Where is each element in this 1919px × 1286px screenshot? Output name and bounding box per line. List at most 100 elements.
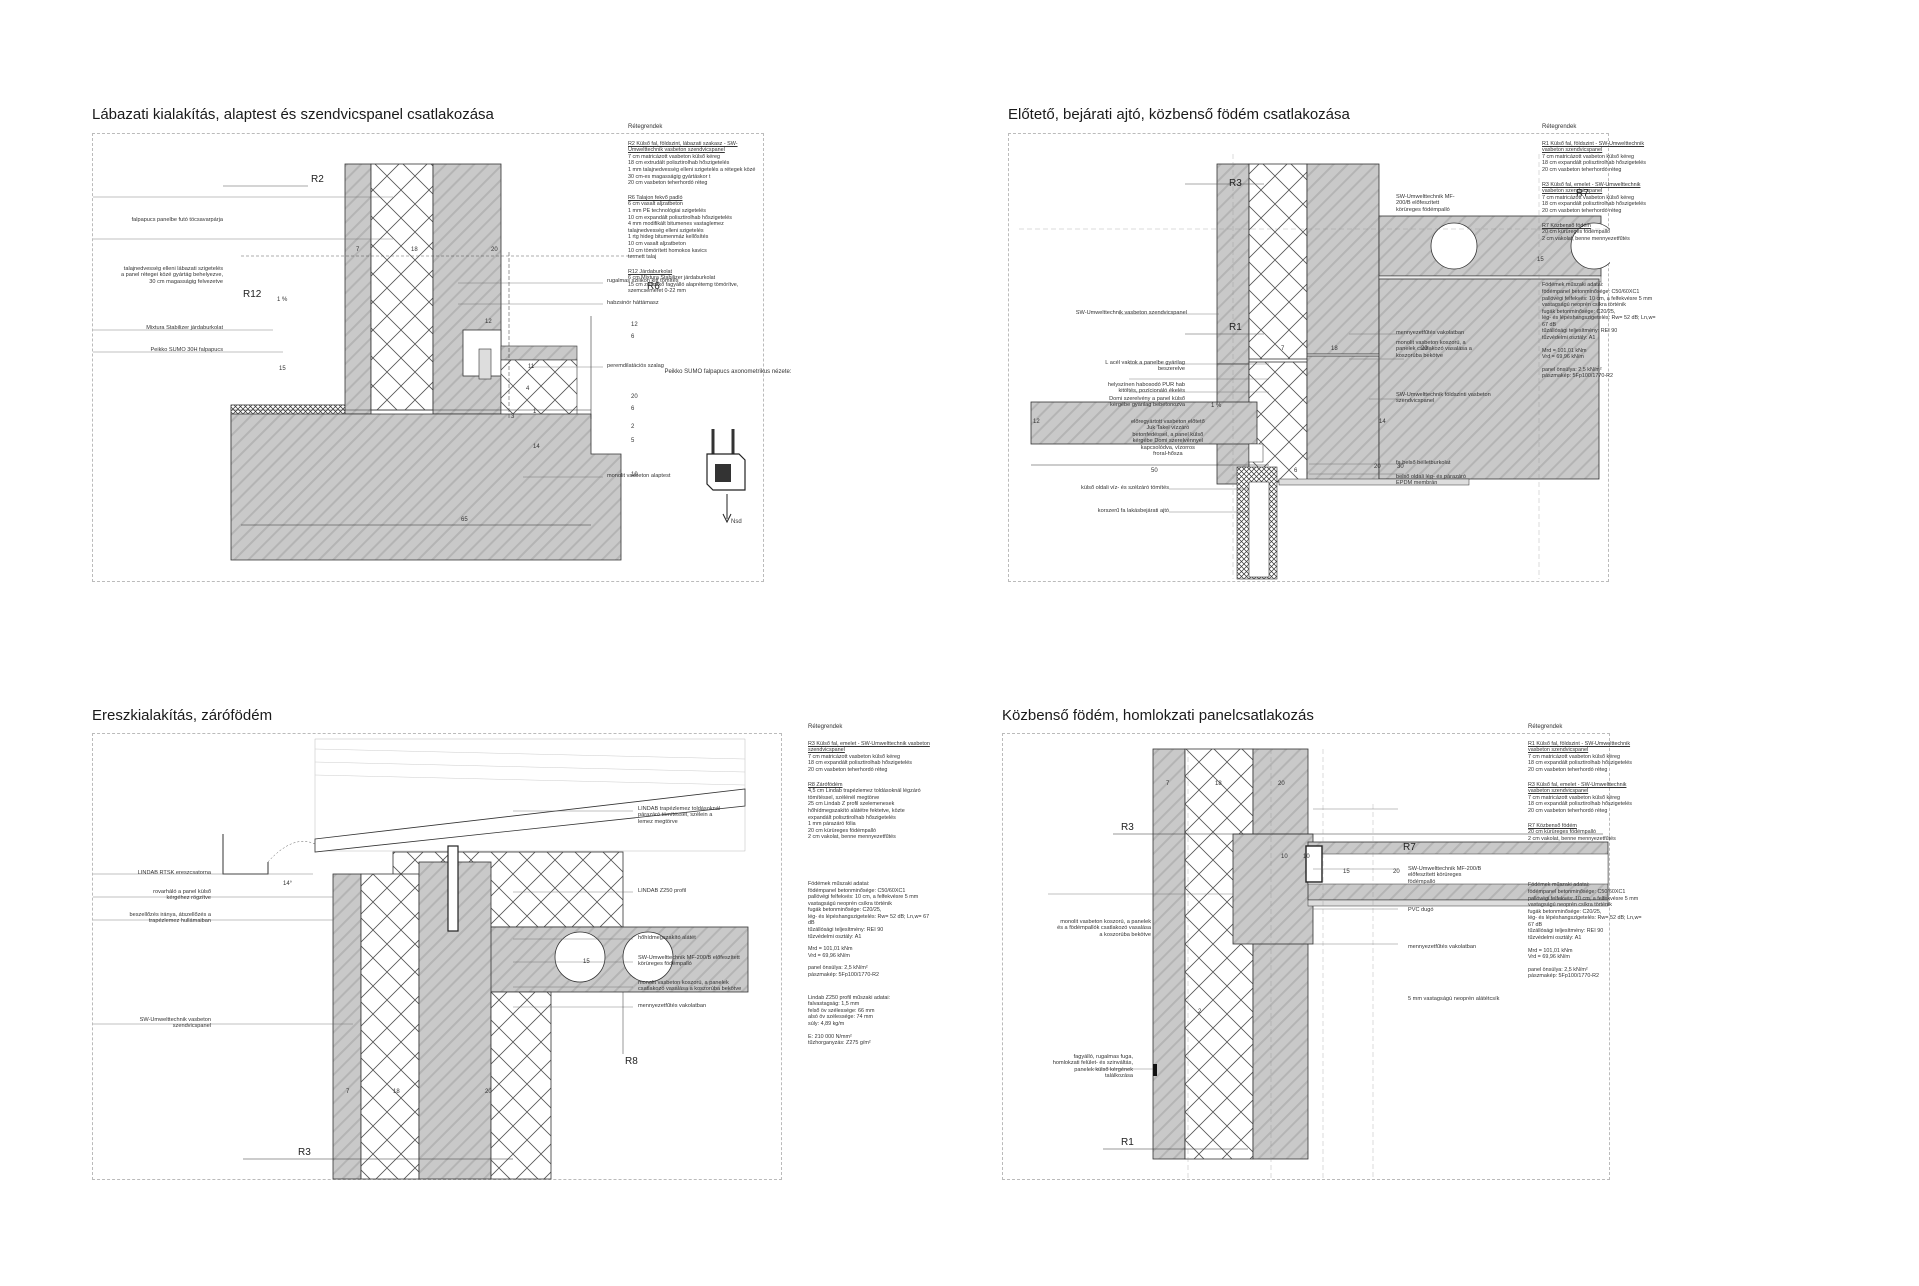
notes-block-title: R1 Külső fal, földszint - SW-Umwelttechn… [1542, 140, 1645, 154]
layer-notes: Rétegrendek R1 Külső fal, földszint - SW… [1528, 724, 1648, 988]
dimension-label: 15 [1343, 869, 1350, 875]
section-drawing [1019, 154, 1610, 580]
callout-label: LINDAB trapézlemez toldásoknál párazáró … [638, 806, 721, 825]
axonometric-caption: Peikko SUMO falpapucs axonometrikus néze… [664, 369, 792, 375]
notes-line: expandált polisztirolhab hőszigetelés [808, 814, 896, 821]
dimension-label: 20 [1393, 869, 1400, 875]
callout-label: monolit vasbeton koszorú, a panelek csat… [1396, 340, 1472, 359]
layer-notes: Rétegrendek R1 Külső fal, földszint - SW… [1542, 124, 1662, 388]
notes-line: 7 cm matricázott vasbeton külső kéreg [1542, 153, 1634, 160]
notes-line: 20 cm vasbeton teherhordó réteg [1528, 766, 1608, 773]
callout-label: mennyezetfűtés vakolatban [1396, 330, 1465, 336]
callout-label: falpapucs panelbe futó töcsavarpárja [131, 217, 223, 223]
sheet-title: Lábazati kialakítás, alaptest és szendvi… [92, 106, 494, 123]
dimension-label: 14 [1379, 419, 1386, 425]
notes-block: Födémek műszaki adatai: födémpanel beton… [1542, 282, 1662, 380]
notes-line: 4,5 cm Lindab trapézlemez toldásoknál lé… [808, 788, 921, 801]
notes-line: fugák betonminősége: C20/25, [1528, 908, 1602, 915]
notes-line: pászmakép: 5Fp100/1770-R2 [1528, 973, 1600, 980]
notes-line: 1 mm talajnedvesség elleni szigetelés a … [628, 166, 756, 180]
notes-block-title: Födémek műszaki adatai: [808, 880, 870, 887]
callout-label: monolit vasbeton koszorú, a panelek és a… [1057, 919, 1151, 938]
notes-block-title: R8 Zárófödém [808, 781, 843, 788]
notes-line: 18 cm expandált polisztirolhab hőszigete… [1528, 801, 1632, 808]
notes-block-title: R3 Külső fal, emelet - SW-Umwelttechnik … [1542, 181, 1641, 195]
callout-label: LINDAB Z250 profil [638, 888, 687, 894]
callout-label: SW-Umwelttechnik vasbeton szendvicspanel [139, 1017, 211, 1030]
dimension-label: 18 [393, 1089, 400, 1095]
callout-label: fagyálló, rugalmas fuga, homlokzati felü… [1052, 1054, 1133, 1080]
dimension-label: 12 [485, 319, 492, 325]
callout-label: SW-Umwelttechnik MF-200/B előfeszített k… [638, 955, 740, 968]
notes-heading: Rétegrendek [1542, 124, 1577, 130]
notes-line: pallóvégi felfekvés: 10 cm, a felfekvésr… [1542, 295, 1653, 309]
notes-line: 18 cm expandált polisztirolhab hőszigete… [1528, 760, 1632, 767]
layer-tag: R8 [625, 1056, 638, 1067]
dimension-label: 18 [1215, 781, 1222, 787]
notes-line: 20 cm kürüreges födémpalló [1542, 229, 1611, 236]
notes-line: pászmakép: 5Fp100/1770-R2 [1542, 373, 1614, 380]
notes-line: 7 cm matricázott vasbeton külső kéreg [1528, 753, 1620, 760]
notes-line: 20 cm kürüreges födémpalló [808, 827, 877, 834]
dimension-label: 4 [526, 386, 530, 392]
notes-line: 20 cm vasbeton teherhordó réteg [1528, 807, 1608, 814]
notes-line: 25 cm Lindab Z profil szelemenesek hőhíd… [808, 801, 905, 814]
notes-line: Vrd = 69,96 kN/m [1528, 954, 1570, 961]
notes-line: panel önsúlya: 2,5 kN/m² [808, 965, 868, 972]
notes-line: lég- és lépéshangszigetelés: Rw= 52 dB; … [1542, 315, 1656, 328]
dimension-label: 7 [356, 247, 360, 253]
notes-line: 2 cm vakolat, benne mennyezetfűtés [808, 834, 896, 841]
callout-label: mennyezetfűtés vakolatban [638, 1003, 707, 1009]
notes-line: 20 cm vasbeton teherhordó réteg [1542, 207, 1622, 214]
notes-line: panel önsúlya: 2,5 kN/m² [1528, 966, 1588, 973]
notes-line: 18 cm expandált polisztirolhab hőszigete… [1542, 160, 1646, 167]
dimension-label: 1 [533, 409, 537, 415]
dimension-label: 20 [485, 1089, 492, 1095]
notes-line: Mrd = 101,01 kNm [808, 946, 853, 953]
notes-line: tűzállósági teljesítmény: REI 90 [808, 927, 884, 934]
notes-line: panel önsúlya: 2,5 kN/m² [1542, 366, 1602, 373]
layer-notes: Rétegrendek R3 Külső fal, emelet - SW-Um… [808, 724, 933, 1055]
dimension-label: 10 [631, 472, 638, 478]
section-drawing [1048, 748, 1609, 1179]
layer-tag: R1 [1229, 322, 1242, 333]
notes-line: 6 cm vasalt aljzatbeton [628, 201, 683, 208]
dimension-label: 30 [1397, 464, 1404, 470]
notes-block-title: R2 Külső fal, földszint, lábazati szakas… [628, 140, 738, 154]
notes-line: Mrd = 101,01 kNm [1542, 347, 1587, 354]
notes-line: tűzállósági teljesítmény: REI 90 [1542, 328, 1618, 335]
notes-line: alsó öv szélessége: 74 mm [808, 1014, 874, 1021]
drawing-frame: Rétegrendek R3 Külső fal, emelet - SW-Um… [92, 724, 930, 1180]
dimension-label: 18 [1331, 346, 1338, 352]
layer-tag: R1 [1121, 1137, 1134, 1148]
notes-block-title: R3 Külső fal, emelet - SW-Umwelttechnik … [1528, 781, 1627, 795]
notes-block-title: Födémek műszaki adatai: [1528, 882, 1590, 889]
notes-line: 1 mm párazáró fólia [808, 821, 856, 828]
notes-line: födémpanel betonminősége: C50/60XC1 [1528, 888, 1626, 895]
section-drawing [93, 738, 749, 1180]
callout-label: SW-Umwelttechnik földszinti vasbeton sze… [1396, 392, 1491, 405]
dimension-label: 2 [1198, 1009, 1202, 1015]
callout-label: PVC dugó [1408, 907, 1434, 913]
layer-tag: R3 [1121, 822, 1134, 833]
notes-block: Lindab Z250 profil műszaki adatai: falva… [808, 995, 933, 1047]
notes-line: 10 cm expandált polisztirolhab hőszigete… [628, 214, 732, 221]
section-drawing [93, 163, 746, 561]
dimension-label: 20 [631, 394, 638, 400]
drawing-frame: Rétegrendek R2 Külső fal, földszint, láb… [92, 124, 792, 582]
notes-line: 7 cm matricázott vasbeton külső kéreg [1542, 194, 1634, 201]
notes-block-title: R1 Külső fal, földszint - SW-Umwelttechn… [1528, 740, 1631, 754]
notes-line: lég- és lépéshangszigetelés: Rw= 52 dB; … [1528, 915, 1642, 928]
notes-block: Födémek műszaki adatai: födémpanel beton… [808, 881, 933, 979]
callout-label: rovarháló a panel külső kérgéhez rögzítv… [153, 889, 211, 902]
dimension-label: 10 [1281, 854, 1288, 860]
dimension-label: 12 [1033, 419, 1040, 425]
dimension-label: 6 [1294, 468, 1298, 474]
sheet-title: Közbenső födém, homlokzati panelcsatlako… [1002, 707, 1314, 724]
notes-line: pászmakép: 5Fp100/1770-R2 [808, 972, 880, 979]
notes-line: 10 cm vasalt aljzatbeton [628, 240, 686, 247]
dimension-label: 5 [631, 438, 635, 444]
dimension-label: 11 [528, 364, 535, 370]
notes-block: R7 Közbenső födém 20 cm kürüreges födémp… [1542, 223, 1662, 243]
notes-line: falvastagság: 1,5 mm [808, 1001, 860, 1008]
